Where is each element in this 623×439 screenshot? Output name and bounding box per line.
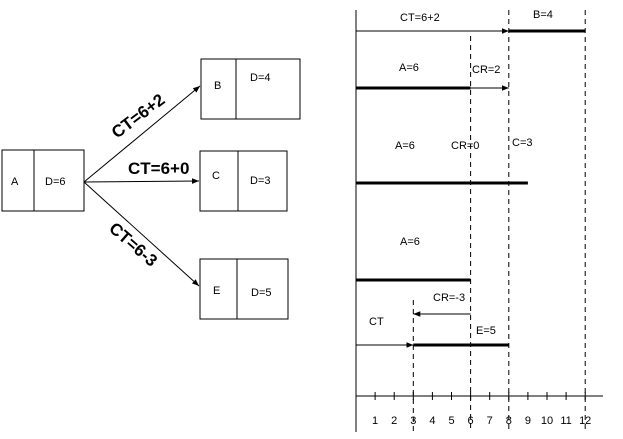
timeline-dashed-guides — [412, 10, 586, 432]
row5-cr-label: CR=-3 — [433, 292, 465, 304]
timeline-diagram: 123456789101112 CT=6+2 B=4 A=6 CR=2 A=6 … — [355, 9, 603, 432]
node-c: C D=3 — [199, 150, 288, 212]
tick-label: 7 — [487, 415, 493, 427]
node-c-name: C — [212, 170, 220, 182]
node-e-name: E — [213, 285, 220, 297]
row1-b-label: B=4 — [533, 9, 553, 21]
edge-a-c-label: CT=6+0 — [128, 159, 189, 178]
row5-ct-label: CT — [369, 316, 384, 328]
tick-label: 4 — [429, 415, 435, 427]
node-c-duration: D=3 — [250, 175, 271, 187]
tick-label: 5 — [448, 415, 454, 427]
node-b-name: B — [214, 80, 221, 92]
edge-a-b-arrow — [83, 85, 201, 183]
tick-label: 2 — [391, 415, 397, 427]
node-e-duration: D=5 — [251, 287, 272, 299]
row3-c-label: C=3 — [512, 137, 533, 149]
node-a: A D=6 — [1, 149, 85, 212]
row2-a-label: A=6 — [399, 62, 419, 74]
edge-a-b-label: CT=6+2 — [108, 90, 169, 142]
row3-a-label: A=6 — [395, 140, 415, 152]
node-a-name: A — [11, 176, 19, 188]
tick-label: 11 — [560, 415, 571, 427]
edge-a-c-arrow — [83, 178, 200, 184]
node-b-duration: D=4 — [250, 72, 271, 84]
row1-ct-label: CT=6+2 — [400, 12, 440, 24]
tick-label: 6 — [468, 415, 474, 427]
timeline-ticks: 123456789101112 — [372, 392, 591, 427]
row5-e-label: E=5 — [476, 325, 496, 337]
row2-cr-label: CR=2 — [472, 64, 500, 76]
row4-a-label: A=6 — [400, 236, 420, 248]
tick-label: 9 — [525, 415, 531, 427]
row3-cr-label: CR=0 — [451, 140, 479, 152]
tick-label: 10 — [541, 415, 553, 427]
edge-a-e-arrow — [83, 181, 200, 287]
node-a-duration: D=6 — [45, 176, 66, 188]
tick-label: 12 — [579, 415, 591, 427]
tick-label: 1 — [372, 415, 378, 427]
node-e: E D=5 — [199, 258, 289, 320]
network-diagram: A D=6 B D=4 C D=3 E D=5 CT=6+2 CT=6+0 CT… — [1, 58, 301, 320]
node-b: B D=4 — [200, 58, 301, 120]
tick-label: 8 — [506, 415, 512, 427]
